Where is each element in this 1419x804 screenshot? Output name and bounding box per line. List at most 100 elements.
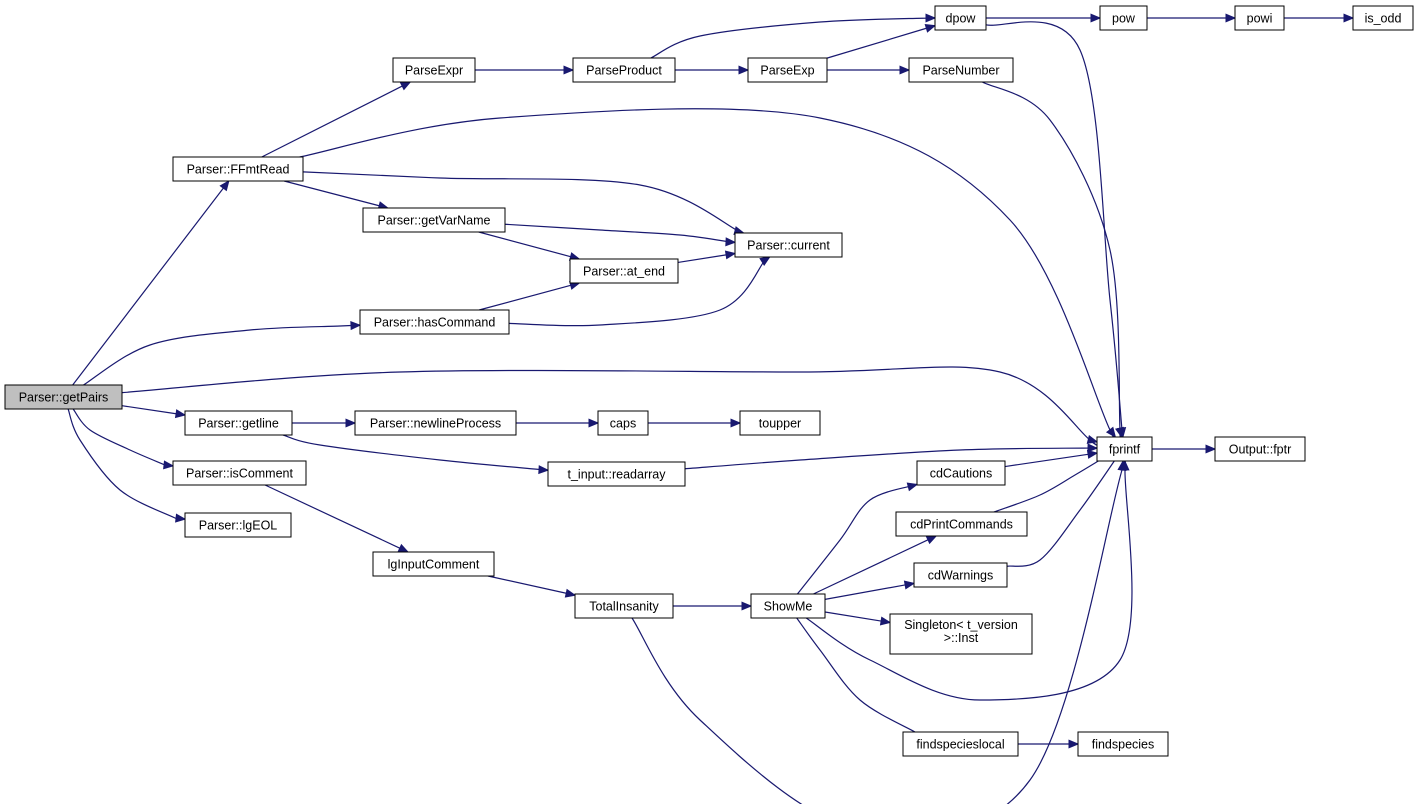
arrowhead (1225, 13, 1237, 23)
arrowhead (925, 13, 937, 23)
edge-getPairs-to-getline (121, 405, 187, 419)
node-box (889, 613, 1033, 655)
arrowhead (563, 65, 575, 75)
node-label: TotalInsanity (589, 600, 659, 614)
node-cdWarnings[interactable]: cdWarnings (913, 562, 1008, 588)
arrowhead (397, 543, 410, 553)
arrowhead (174, 409, 187, 419)
node-label: powi (1247, 12, 1273, 26)
node-powi[interactable]: powi (1234, 5, 1285, 31)
node-findspecieslocal[interactable]: findspecieslocal (902, 731, 1019, 757)
arrowhead (538, 465, 550, 475)
arrowhead (879, 616, 892, 626)
node-TotalInsanity[interactable]: TotalInsanity (574, 593, 674, 619)
node-pow[interactable]: pow (1099, 5, 1148, 31)
edge-ShowMe-to-fprintf (805, 455, 1133, 701)
edge-ParseNumber-to-fprintf (982, 81, 1124, 444)
edge-ParseProduct-to-ParseExp (675, 65, 750, 75)
node-box (574, 593, 674, 619)
arrowhead (1087, 443, 1099, 453)
edge-ParseExp-to-ParseNumber (827, 65, 911, 75)
node-box (1352, 5, 1414, 31)
node-hasCommand[interactable]: Parser::hasCommand (359, 309, 510, 335)
edge-TotalInsanity-to-fprintf (631, 446, 1130, 804)
node-newlineProcess[interactable]: Parser::newlineProcess (354, 410, 517, 436)
edge-caps-to-toupper (648, 418, 742, 428)
node-label: lgInputComment (388, 558, 480, 572)
node-box (547, 461, 686, 487)
node-cdCautions[interactable]: cdCautions (916, 460, 1006, 486)
node-label: dpow (946, 12, 977, 26)
node-findspecies[interactable]: findspecies (1077, 731, 1169, 757)
node-lgInputComment[interactable]: lgInputComment (372, 551, 495, 577)
node-ParseProduct[interactable]: ParseProduct (572, 57, 676, 83)
node-isComment[interactable]: Parser::isComment (172, 460, 307, 486)
node-fprintf[interactable]: fprintf (1096, 436, 1153, 462)
node-getPairs[interactable]: Parser::getPairs (4, 384, 123, 410)
node-lgEOL[interactable]: Parser::lgEOL (184, 512, 292, 538)
edge-TotalInsanity-to-ShowMe (673, 601, 753, 611)
edge-ParseProduct-to-dpow (650, 13, 938, 59)
arrowhead (906, 482, 919, 492)
node-box (572, 57, 676, 83)
node-box (902, 731, 1019, 757)
arrowhead (759, 256, 771, 266)
node-label: Parser::FFmtRead (187, 163, 290, 177)
node-fptr[interactable]: Output::fptr (1214, 436, 1306, 462)
arrowhead (219, 179, 230, 192)
node-at_end[interactable]: Parser::at_end (569, 258, 679, 284)
arrowhead (1205, 444, 1217, 454)
edge-hasCommand-to-current (508, 256, 771, 327)
node-SingletonInst[interactable]: Singleton< t_version>::Inst (889, 613, 1033, 655)
edge-cdWarnings-to-fprintf (1006, 455, 1119, 567)
node-box (362, 207, 506, 233)
node-is_odd[interactable]: is_odd (1352, 5, 1414, 31)
node-cdPrintCommands[interactable]: cdPrintCommands (895, 511, 1028, 537)
node-label: findspecies (1092, 738, 1155, 752)
edge-readarray-to-fprintf (684, 443, 1100, 470)
arrowhead (564, 588, 577, 598)
node-label: is_odd (1365, 12, 1402, 26)
node-caps[interactable]: caps (597, 410, 649, 436)
node-box (916, 460, 1006, 486)
edge-ParseExpr-to-ParseProduct (475, 65, 575, 75)
node-label: ParseProduct (586, 64, 662, 78)
arrowhead (925, 535, 938, 545)
edge-ParseExp-to-dpow (826, 24, 937, 59)
arrowhead (1090, 13, 1102, 23)
edge-FFmtRead-to-getVarName (283, 180, 390, 211)
node-getline[interactable]: Parser::getline (184, 410, 293, 436)
node-ParseNumber[interactable]: ParseNumber (908, 57, 1014, 83)
node-getVarName[interactable]: Parser::getVarName (362, 207, 506, 233)
node-label: toupper (759, 417, 801, 431)
node-readarray[interactable]: t_input::readarray (547, 461, 686, 487)
edge-getline-to-readarray (282, 434, 552, 475)
node-box (172, 156, 304, 182)
edge-getVarName-to-current (504, 223, 737, 247)
edge-fprintf-to-fptr (1152, 444, 1217, 454)
node-box (934, 5, 987, 31)
node-label: Parser::newlineProcess (370, 417, 501, 431)
edge-pow-to-powi (1147, 13, 1237, 23)
arrowhead (730, 418, 742, 428)
node-box (184, 410, 293, 436)
node-label: caps (610, 417, 636, 431)
edge-ShowMe-to-SingletonInst (824, 611, 892, 626)
edge-dpow-to-pow (986, 13, 1102, 23)
arrowhead (345, 418, 357, 428)
node-label: fprintf (1109, 443, 1141, 457)
node-FFmtRead[interactable]: Parser::FFmtRead (172, 156, 304, 182)
node-label: findspecieslocal (916, 738, 1004, 752)
edge-newlineProcess-to-caps (516, 418, 600, 428)
node-dpow[interactable]: dpow (934, 5, 987, 31)
node-ShowMe[interactable]: ShowMe (750, 593, 826, 619)
arrowhead (1343, 13, 1355, 23)
node-box (4, 384, 123, 410)
node-ParseExp[interactable]: ParseExp (747, 57, 828, 83)
node-label: Singleton< t_version (904, 618, 1018, 632)
arrowhead (1120, 459, 1130, 471)
node-current[interactable]: Parser::current (734, 232, 843, 258)
node-toupper[interactable]: toupper (739, 410, 821, 436)
node-ParseExpr[interactable]: ParseExpr (392, 57, 476, 83)
